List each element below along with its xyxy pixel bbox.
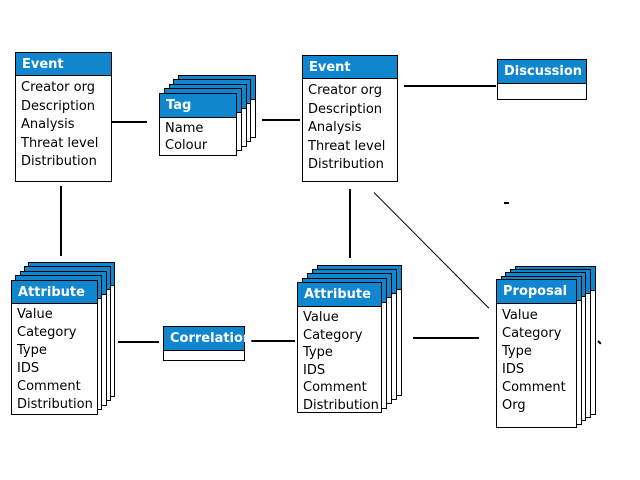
field-row: Analysis <box>21 117 75 132</box>
field-row: Analysis <box>308 120 362 135</box>
attribute-center-fields: Value Category Type IDS Comment Distribu… <box>298 307 381 414</box>
discussion-title: Discussion <box>498 60 586 84</box>
connector-attribute-left-correlation <box>118 341 159 343</box>
connector-tag-event-right <box>262 119 300 121</box>
event-left-box: Event Creator org Description Analysis T… <box>15 52 112 182</box>
field-row: IDS <box>17 361 40 376</box>
field-row: Creator org <box>21 80 95 95</box>
event-right-box: Event Creator org Description Analysis T… <box>302 55 398 182</box>
correlation-title: Correlation <box>164 327 252 351</box>
field-row: Threat level <box>21 135 99 151</box>
field-row: Value <box>303 310 339 325</box>
field-row: Value <box>502 308 538 323</box>
attribute-left-title: Attribute <box>12 281 97 304</box>
event-left-title: Event <box>16 53 111 76</box>
field-row: Type <box>17 343 47 358</box>
attribute-left-box: Attribute Value Category Type IDS Commen… <box>11 280 98 415</box>
field-row: Comment <box>502 380 566 395</box>
connector-event-left-attribute-left <box>60 186 62 256</box>
connector-correlation-attribute-center <box>250 340 295 342</box>
event-left-fields: Creator org Description Analysis Threat … <box>16 76 111 172</box>
attribute-center-title: Attribute <box>298 283 381 307</box>
connector-attribute-center-proposal <box>413 337 479 339</box>
field-row: IDS <box>303 362 326 378</box>
field-row: Type <box>502 344 532 359</box>
proposal-fields: Value Category Type IDS Comment Org <box>497 304 576 415</box>
field-row: Colour <box>165 138 208 153</box>
field-row: Category <box>303 327 363 343</box>
proposal-box: Proposal Value Category Type IDS Comment… <box>496 279 577 428</box>
field-row: Comment <box>17 379 81 394</box>
connector-event-left-tag <box>112 121 147 123</box>
stray-speck-mark <box>597 340 602 345</box>
field-row: Org <box>502 398 526 413</box>
discussion-box: Discussion <box>497 59 587 100</box>
event-right-title: Event <box>303 56 397 79</box>
attribute-left-fields: Value Category Type IDS Comment Distribu… <box>12 304 97 414</box>
tag-fields: Name Colour <box>160 118 236 154</box>
field-row: Distribution <box>303 397 379 413</box>
field-row: Name <box>165 121 204 136</box>
correlation-box: Correlation <box>163 326 252 361</box>
field-row: Description <box>308 101 383 117</box>
tag-box: Tag Name Colour <box>159 93 237 156</box>
field-row: IDS <box>502 362 525 377</box>
field-row: Threat level <box>308 138 386 154</box>
field-row: Category <box>17 325 77 340</box>
stray-dash-mark <box>504 202 509 204</box>
field-row: Comment <box>303 380 367 395</box>
tag-title: Tag <box>160 94 236 118</box>
field-row: Creator org <box>308 83 382 98</box>
connector-event-right-discussion <box>404 85 496 87</box>
field-row: Value <box>17 307 53 322</box>
field-row: Description <box>21 98 96 114</box>
connector-event-right-attribute-center <box>349 189 351 258</box>
field-row: Category <box>502 326 562 341</box>
proposal-title: Proposal <box>497 280 576 304</box>
field-row: Type <box>303 345 333 360</box>
field-row: Distribution <box>17 397 93 412</box>
field-row: Distribution <box>308 157 384 172</box>
event-right-fields: Creator org Description Analysis Threat … <box>303 79 397 175</box>
field-row: Distribution <box>21 154 97 169</box>
attribute-center-box: Attribute Value Category Type IDS Commen… <box>297 282 382 413</box>
